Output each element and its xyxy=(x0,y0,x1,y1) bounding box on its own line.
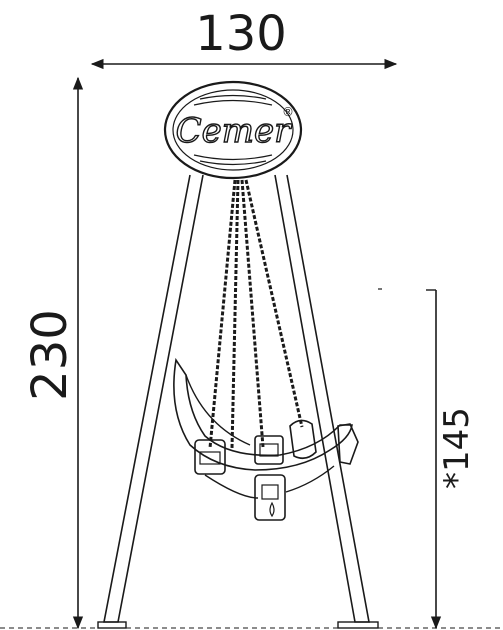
registered-mark: ® xyxy=(282,105,294,119)
seat-height-dimension: *145 xyxy=(378,288,477,630)
left-leg xyxy=(103,174,204,623)
swing-seat xyxy=(173,357,359,521)
height-label: 230 xyxy=(22,309,78,401)
width-dimension: 130 xyxy=(90,6,398,70)
swing-chains xyxy=(208,179,304,449)
foot-plates xyxy=(97,621,379,629)
seat-height-label: *145 xyxy=(437,407,477,489)
width-label: 130 xyxy=(195,6,287,62)
brand-logo-text: Cemer xyxy=(176,111,292,151)
swing-frame xyxy=(97,174,379,629)
right-leg xyxy=(274,174,370,623)
brand-logo: Cemer ® xyxy=(163,80,303,180)
height-dimension: 230 xyxy=(22,76,84,630)
